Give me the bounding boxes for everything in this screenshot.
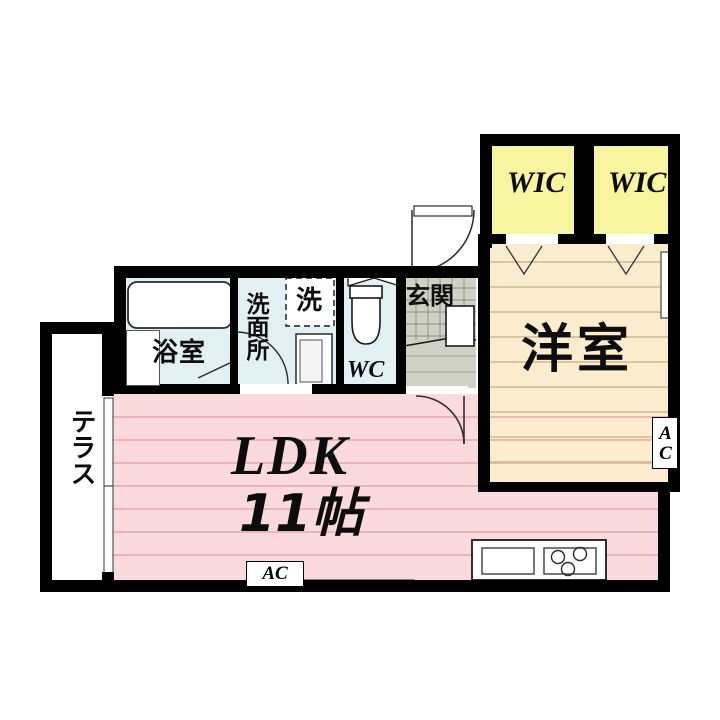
wall-washitsu-left-lower [478, 282, 490, 492]
label-washitsu: 洋室 [521, 320, 634, 380]
wic-left-opening [506, 234, 558, 244]
entry-door-frame [413, 205, 473, 217]
wall-wc-entrance-divider [396, 266, 406, 394]
wall-wic-bottom [480, 234, 680, 244]
label-washer: 洗 [296, 286, 323, 316]
label-entrance: 玄関 [406, 282, 454, 310]
wall-washitsu-left-upper [478, 234, 490, 282]
label-terrace: テラス [66, 408, 96, 486]
ldk-doorway-opening [406, 386, 468, 394]
label-wc: WC [347, 357, 385, 383]
room-washitsu-fill [490, 238, 670, 488]
room-wic-left-fill [490, 146, 574, 236]
wall-washitsu-bottom [478, 482, 680, 492]
wall-terrace-top [40, 322, 114, 334]
corridor-fill [404, 340, 476, 388]
wall-bath-washroom-divider [230, 270, 238, 388]
wall-wic-divider [574, 140, 594, 240]
label-wic-right: WIC [608, 166, 667, 199]
wall-terrace-right [102, 322, 114, 396]
wall-wet-top [114, 266, 400, 278]
label-wic-left: WIC [507, 166, 566, 199]
wic-right-opening [606, 234, 654, 244]
label-washroom: 洗面所 [242, 292, 268, 361]
wall-entrance-top [396, 266, 480, 278]
ac-marker-washitsu: AC [652, 417, 678, 469]
room-wic-right-fill [594, 146, 670, 236]
wall-wic-left [480, 134, 492, 248]
label-ldk-size: 11帖 [239, 484, 364, 544]
wall-wet-left [114, 266, 126, 394]
wall-washroom-wc-divider [336, 270, 344, 388]
ac-marker-ldk: AC [246, 561, 304, 587]
wall-left-outer [40, 322, 52, 590]
wall-right-outer [658, 482, 670, 590]
entry-door-arc [411, 209, 475, 273]
wall-bottom-outer [40, 580, 670, 592]
label-bath: 浴室 [152, 338, 207, 368]
wall-terrace-right-lower [102, 572, 114, 590]
bath-inner-outline [126, 330, 160, 386]
washroom-doorway-opening [240, 384, 312, 394]
wall-wic-right [668, 134, 680, 248]
label-ldk: LDK [231, 425, 349, 487]
